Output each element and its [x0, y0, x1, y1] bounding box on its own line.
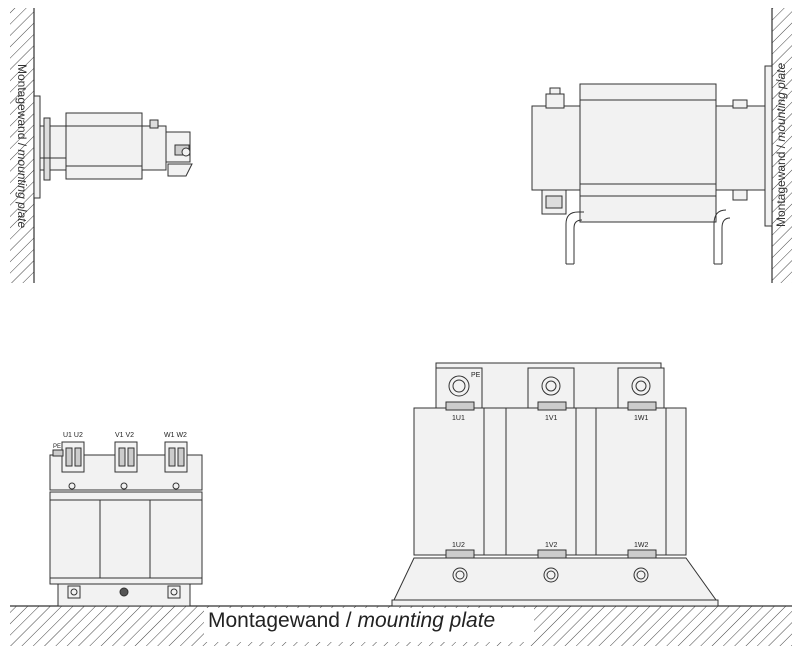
bottom-wall-caption: Montagewand / mounting plate	[208, 609, 495, 633]
caption-sep: /	[339, 609, 358, 632]
small-choke-side-view	[33, 95, 193, 199]
caption-de: Montagewand	[208, 609, 340, 632]
large-choke-front-view	[391, 362, 719, 607]
caption-en: mounting plate	[357, 609, 496, 632]
terminal-1v1: 1V1	[545, 415, 558, 422]
small-choke-labels: U1 U2 V1 V2 W1 W2 PE	[53, 432, 187, 450]
terminal-1w2: 1W2	[634, 542, 649, 549]
left-wall-caption: Montagewand / mounting plate	[15, 64, 29, 228]
small-label-pe: PE	[53, 444, 61, 450]
left-wall	[10, 8, 35, 283]
left-caption-de: Montagewand	[15, 64, 29, 140]
terminal-1v2: 1V2	[545, 542, 558, 549]
terminal-1w1: 1W1	[634, 415, 649, 422]
large-choke-side-view	[531, 65, 773, 265]
left-caption-en: mounting plate	[15, 149, 29, 229]
small-label-w: W1 W2	[164, 432, 187, 439]
right-caption-en: mounting plate	[774, 62, 788, 142]
small-label-u: U1 U2	[63, 432, 83, 439]
small-choke-front-view	[49, 441, 203, 607]
bottom-wall	[10, 605, 792, 646]
left-caption-sep: /	[15, 139, 29, 150]
large-choke-labels: PE 1U1 1V1 1W1 1U2 1V2 1W2	[452, 372, 649, 549]
terminal-1u1: 1U1	[452, 415, 465, 422]
small-label-v: V1 V2	[115, 432, 134, 439]
right-caption-de: Montagewand	[774, 151, 788, 227]
large-label-pe: PE	[471, 372, 481, 379]
right-caption-sep: /	[774, 141, 788, 152]
right-wall-caption: Montagewand / mounting plate	[774, 63, 788, 227]
terminal-1u2: 1U2	[452, 542, 465, 549]
